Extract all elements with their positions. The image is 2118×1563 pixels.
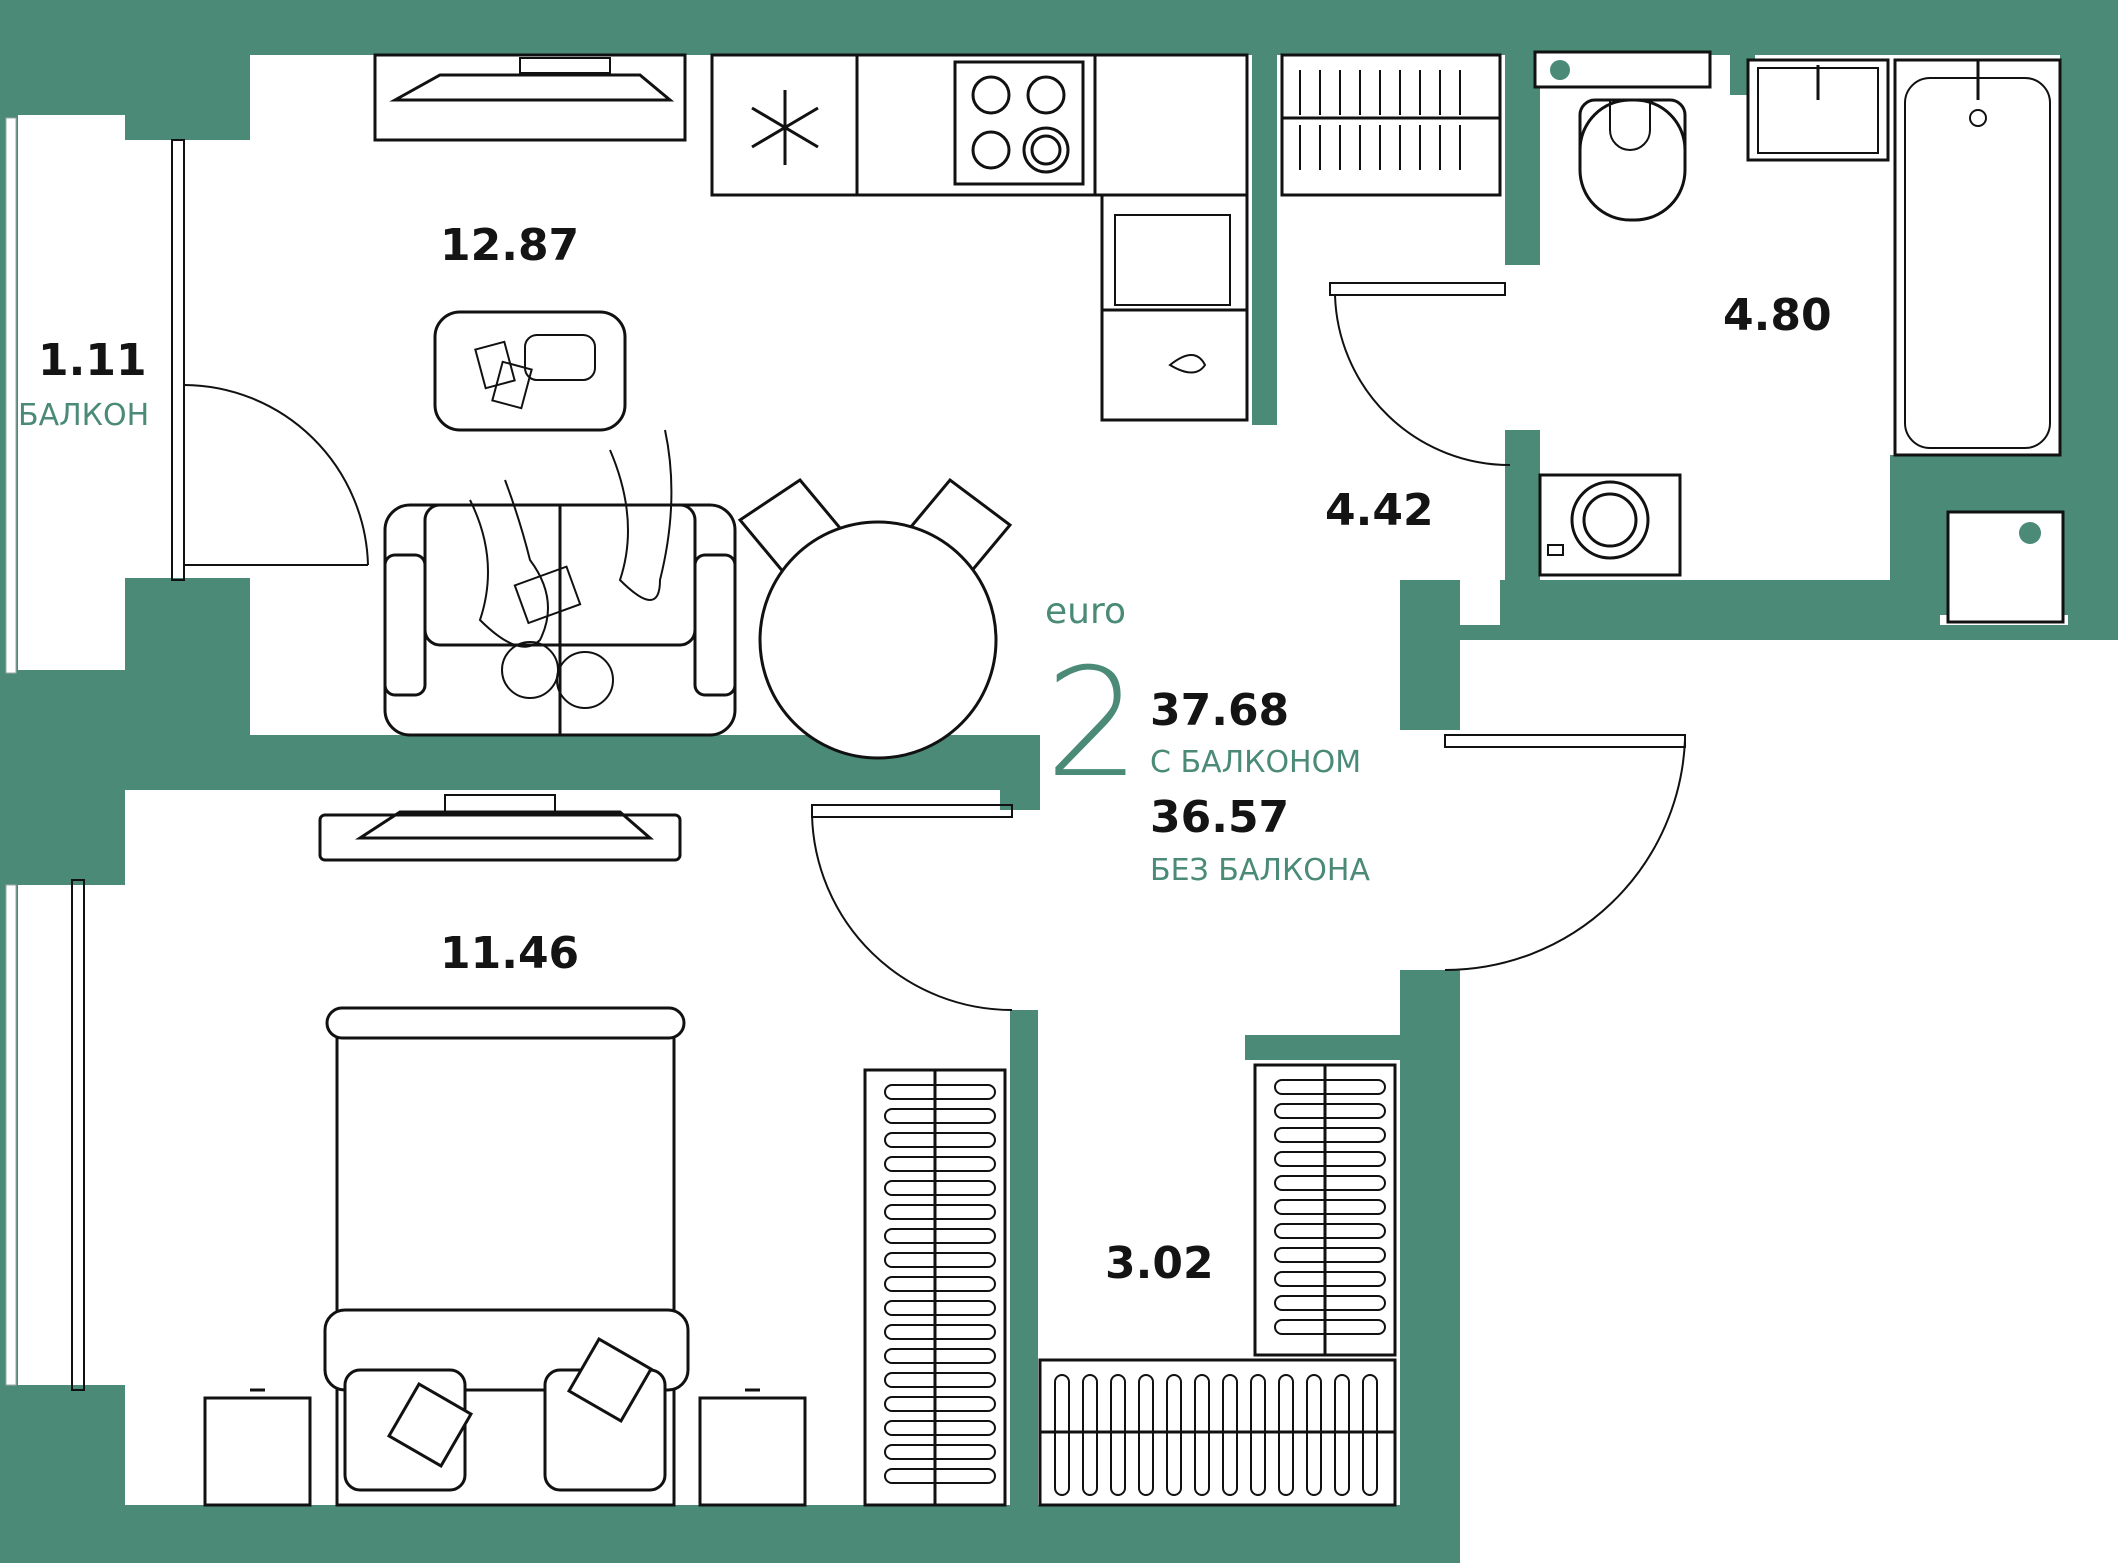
with-balcony-label: С БАЛКОНОМ <box>1150 745 1361 780</box>
hanger-coil <box>1274 1079 1386 1095</box>
hanger-coil <box>1274 1175 1386 1191</box>
room-label-balcony: БАЛКОН <box>18 398 149 433</box>
hanger-coil <box>884 1252 996 1268</box>
hanger-coil <box>884 1132 996 1148</box>
hanger-coil <box>1166 1374 1182 1496</box>
bathroom-fixtures <box>1280 50 2065 624</box>
washing-machine-icon <box>1538 473 1682 577</box>
hanger-coil <box>1274 1127 1386 1143</box>
hanger-coil <box>884 1276 996 1292</box>
nightstand-left <box>203 1396 312 1507</box>
bathtub-icon <box>1893 58 2062 457</box>
hanger-coil <box>884 1084 996 1100</box>
toilet-icon <box>1578 98 1687 222</box>
hanger-coil <box>884 1108 996 1124</box>
total-without-balcony: 36.57 <box>1150 792 1289 843</box>
hanger-coil <box>884 1372 996 1388</box>
hanger-coil <box>1274 1247 1386 1263</box>
hanger-coil <box>1274 1319 1386 1335</box>
room-area-bathroom: 4.80 <box>1723 290 1832 341</box>
hanger-coil <box>1362 1374 1378 1496</box>
room-area-bedroom: 11.46 <box>440 928 579 979</box>
hanger-coil <box>884 1180 996 1196</box>
hanger-coil <box>884 1348 996 1364</box>
hanger-coil <box>884 1444 996 1460</box>
without-balcony-label: БЕЗ БАЛКОНА <box>1150 853 1370 888</box>
bedroom-tv <box>318 794 682 862</box>
hanger-coil <box>1274 1151 1386 1167</box>
dining-table-icon <box>737 477 1013 760</box>
hanger-coil <box>884 1396 996 1412</box>
stove-icon <box>953 60 1085 186</box>
fridge-snowflake-icon <box>751 90 819 165</box>
hanger-coil <box>884 1204 996 1220</box>
room-area-hall: 4.42 <box>1325 485 1434 536</box>
hanger-coil <box>1110 1374 1126 1496</box>
hanger-coil <box>884 1156 996 1172</box>
hanger-coil <box>1274 1103 1386 1119</box>
bed-icon <box>323 1006 690 1507</box>
hanger-coil <box>1222 1374 1238 1496</box>
hanger-coil <box>884 1420 996 1436</box>
hanger-coil <box>884 1324 996 1340</box>
balcony-windows <box>5 117 185 1391</box>
coffee-table <box>433 310 627 432</box>
room-area-corridor: 3.02 <box>1105 1238 1214 1289</box>
hanger-coil <box>1274 1271 1386 1287</box>
doors <box>183 282 1686 1011</box>
hanger-coil <box>1250 1374 1266 1496</box>
sink-icon <box>1168 354 1207 374</box>
hanger-coil <box>1274 1199 1386 1215</box>
hanger-coil <box>1054 1374 1070 1496</box>
wardrobe-hangers <box>884 1079 1386 1496</box>
sofa-icon <box>383 429 737 737</box>
hanger-coil <box>884 1300 996 1316</box>
nightstand-right <box>698 1396 807 1507</box>
rooms-count: 2 <box>1045 637 1140 811</box>
total-with-balcony: 37.68 <box>1150 685 1289 736</box>
hanger-coil <box>1194 1374 1210 1496</box>
hanger-coil <box>1082 1374 1098 1496</box>
room-area-balcony: 1.11 <box>38 335 147 386</box>
kitchen-counter <box>710 53 1249 422</box>
hanger-coil <box>1306 1374 1322 1496</box>
room-area-living: 12.87 <box>440 220 579 271</box>
apartment-type-label: euro <box>1045 591 1126 632</box>
hanger-coil <box>884 1468 996 1484</box>
hanger-coil <box>1278 1374 1294 1496</box>
hanger-coil <box>1138 1374 1154 1496</box>
hanger-coil <box>1274 1295 1386 1311</box>
hanger-coil <box>884 1228 996 1244</box>
hanger-coil <box>1274 1223 1386 1239</box>
tv-icon <box>373 53 687 142</box>
hanger-coil <box>1334 1374 1350 1496</box>
